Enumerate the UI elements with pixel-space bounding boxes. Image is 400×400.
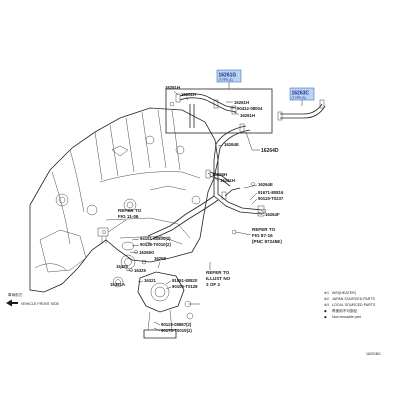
legend-text-0: W/O(HEATER)	[332, 291, 356, 295]
refer-to-fig-87-16[interactable]: REFER TO FIG 87-16 (PNC 87245E)	[231, 227, 282, 244]
svg-text:16264D: 16264D	[261, 148, 279, 154]
svg-text:VEHICLE FRONT SIDE: VEHICLE FRONT SIDE	[21, 302, 60, 306]
legend-text-2: LOCAL SOURCED PARTS	[332, 303, 376, 307]
svg-text:16258: 16258	[154, 256, 167, 261]
svg-text:REFER TO: REFER TO	[118, 208, 142, 213]
svg-text:90105-T0128: 90105-T0128	[172, 284, 198, 289]
svg-text:16261G: 16261G	[219, 73, 237, 79]
svg-text:REFER TO: REFER TO	[206, 270, 230, 275]
coolant-pipe	[147, 123, 267, 241]
legend-text-1: JAPAN SOURCED PARTS	[332, 297, 376, 301]
part-labels: 16261H 16261H 90412-08004 16261H 16261H …	[110, 85, 284, 333]
svg-text:REFER TO: REFER TO	[252, 227, 276, 232]
svg-text:(TYPE B): (TYPE B)	[292, 96, 306, 100]
svg-text:FIG 11-06: FIG 11-06	[118, 214, 139, 219]
hose-detail-box	[165, 88, 273, 134]
svg-text:FIG 87-16: FIG 87-16	[252, 233, 273, 238]
arrow-left-icon	[6, 299, 18, 307]
svg-text:90412-08004: 90412-08004	[237, 106, 263, 111]
svg-text:ILLUST NO: ILLUST NO	[206, 276, 231, 281]
svg-text:16268G: 16268G	[139, 250, 155, 255]
svg-text:90119-08887(2): 90119-08887(2)	[161, 322, 192, 327]
svg-text:16321: 16321	[144, 278, 157, 283]
water-inlet-assembly	[112, 241, 200, 339]
callout-type-b[interactable]: 16263C (TYPE B)	[289, 87, 315, 106]
legend-mark-3: ◆	[324, 309, 328, 313]
svg-text:16261H: 16261H	[181, 92, 196, 97]
hose-type-b	[277, 99, 326, 121]
svg-text:16264F: 16264F	[265, 212, 280, 217]
legend-mark-0: ※1	[324, 291, 329, 295]
legend-text-4: Non-reusable part	[332, 315, 361, 319]
svg-text:91671-80816: 91671-80816	[258, 190, 284, 195]
callout-type-a[interactable]: 16261G (TYPE A)	[216, 69, 242, 89]
svg-text:16328: 16328	[116, 264, 129, 269]
vehicle-front-orientation: 車両前方 VEHICLE FRONT SIDE	[6, 292, 60, 307]
legend-mark-1: ※2	[324, 297, 329, 301]
svg-text:16261H: 16261H	[234, 100, 249, 105]
svg-text:90178-T0019(2): 90178-T0019(2)	[161, 328, 192, 333]
svg-text:(TYPE A): (TYPE A)	[219, 78, 233, 82]
figure-id: 16201BC	[366, 352, 381, 356]
svg-text:16265H: 16265H	[212, 172, 227, 177]
svg-text:91551-80820: 91551-80820	[172, 278, 198, 283]
svg-text:2 OF 2: 2 OF 2	[206, 282, 220, 287]
legend-mark-4: ◆	[324, 315, 328, 319]
svg-text:16261H: 16261H	[165, 85, 180, 90]
refer-to-fig-11-06[interactable]: REFER TO FIG 11-06	[107, 208, 142, 233]
refer-to-illust-2-of-2[interactable]: REFER TO ILLUST NO 2 OF 2	[206, 262, 231, 287]
svg-text:16261H: 16261H	[240, 113, 255, 118]
svg-text:16325: 16325	[134, 268, 147, 273]
engine-block-outline	[29, 107, 219, 293]
svg-text:16264E: 16264E	[224, 142, 239, 147]
small-hoses	[205, 169, 241, 200]
svg-text:16261H: 16261H	[220, 178, 235, 183]
svg-text:(PNC 87245E): (PNC 87245E)	[252, 239, 282, 244]
sensor-connector	[97, 227, 109, 244]
svg-text:16331A: 16331A	[110, 282, 125, 287]
svg-text:90119-T0237: 90119-T0237	[258, 196, 284, 201]
legend-mark-2: ※3	[324, 303, 329, 307]
legend: ※1 W/O(HEATER) ※2 JAPAN SOURCED PARTS ※3…	[324, 291, 376, 319]
legend-text-3: 再使用不可部品	[332, 308, 358, 313]
svg-text:90178-T0010(2): 90178-T0010(2)	[140, 242, 171, 247]
svg-text:車両前方: 車両前方	[8, 292, 23, 297]
svg-text:94151-80800(2): 94151-80800(2)	[140, 236, 171, 241]
svg-text:16264E: 16264E	[258, 182, 273, 187]
svg-text:16263C: 16263C	[292, 91, 310, 97]
